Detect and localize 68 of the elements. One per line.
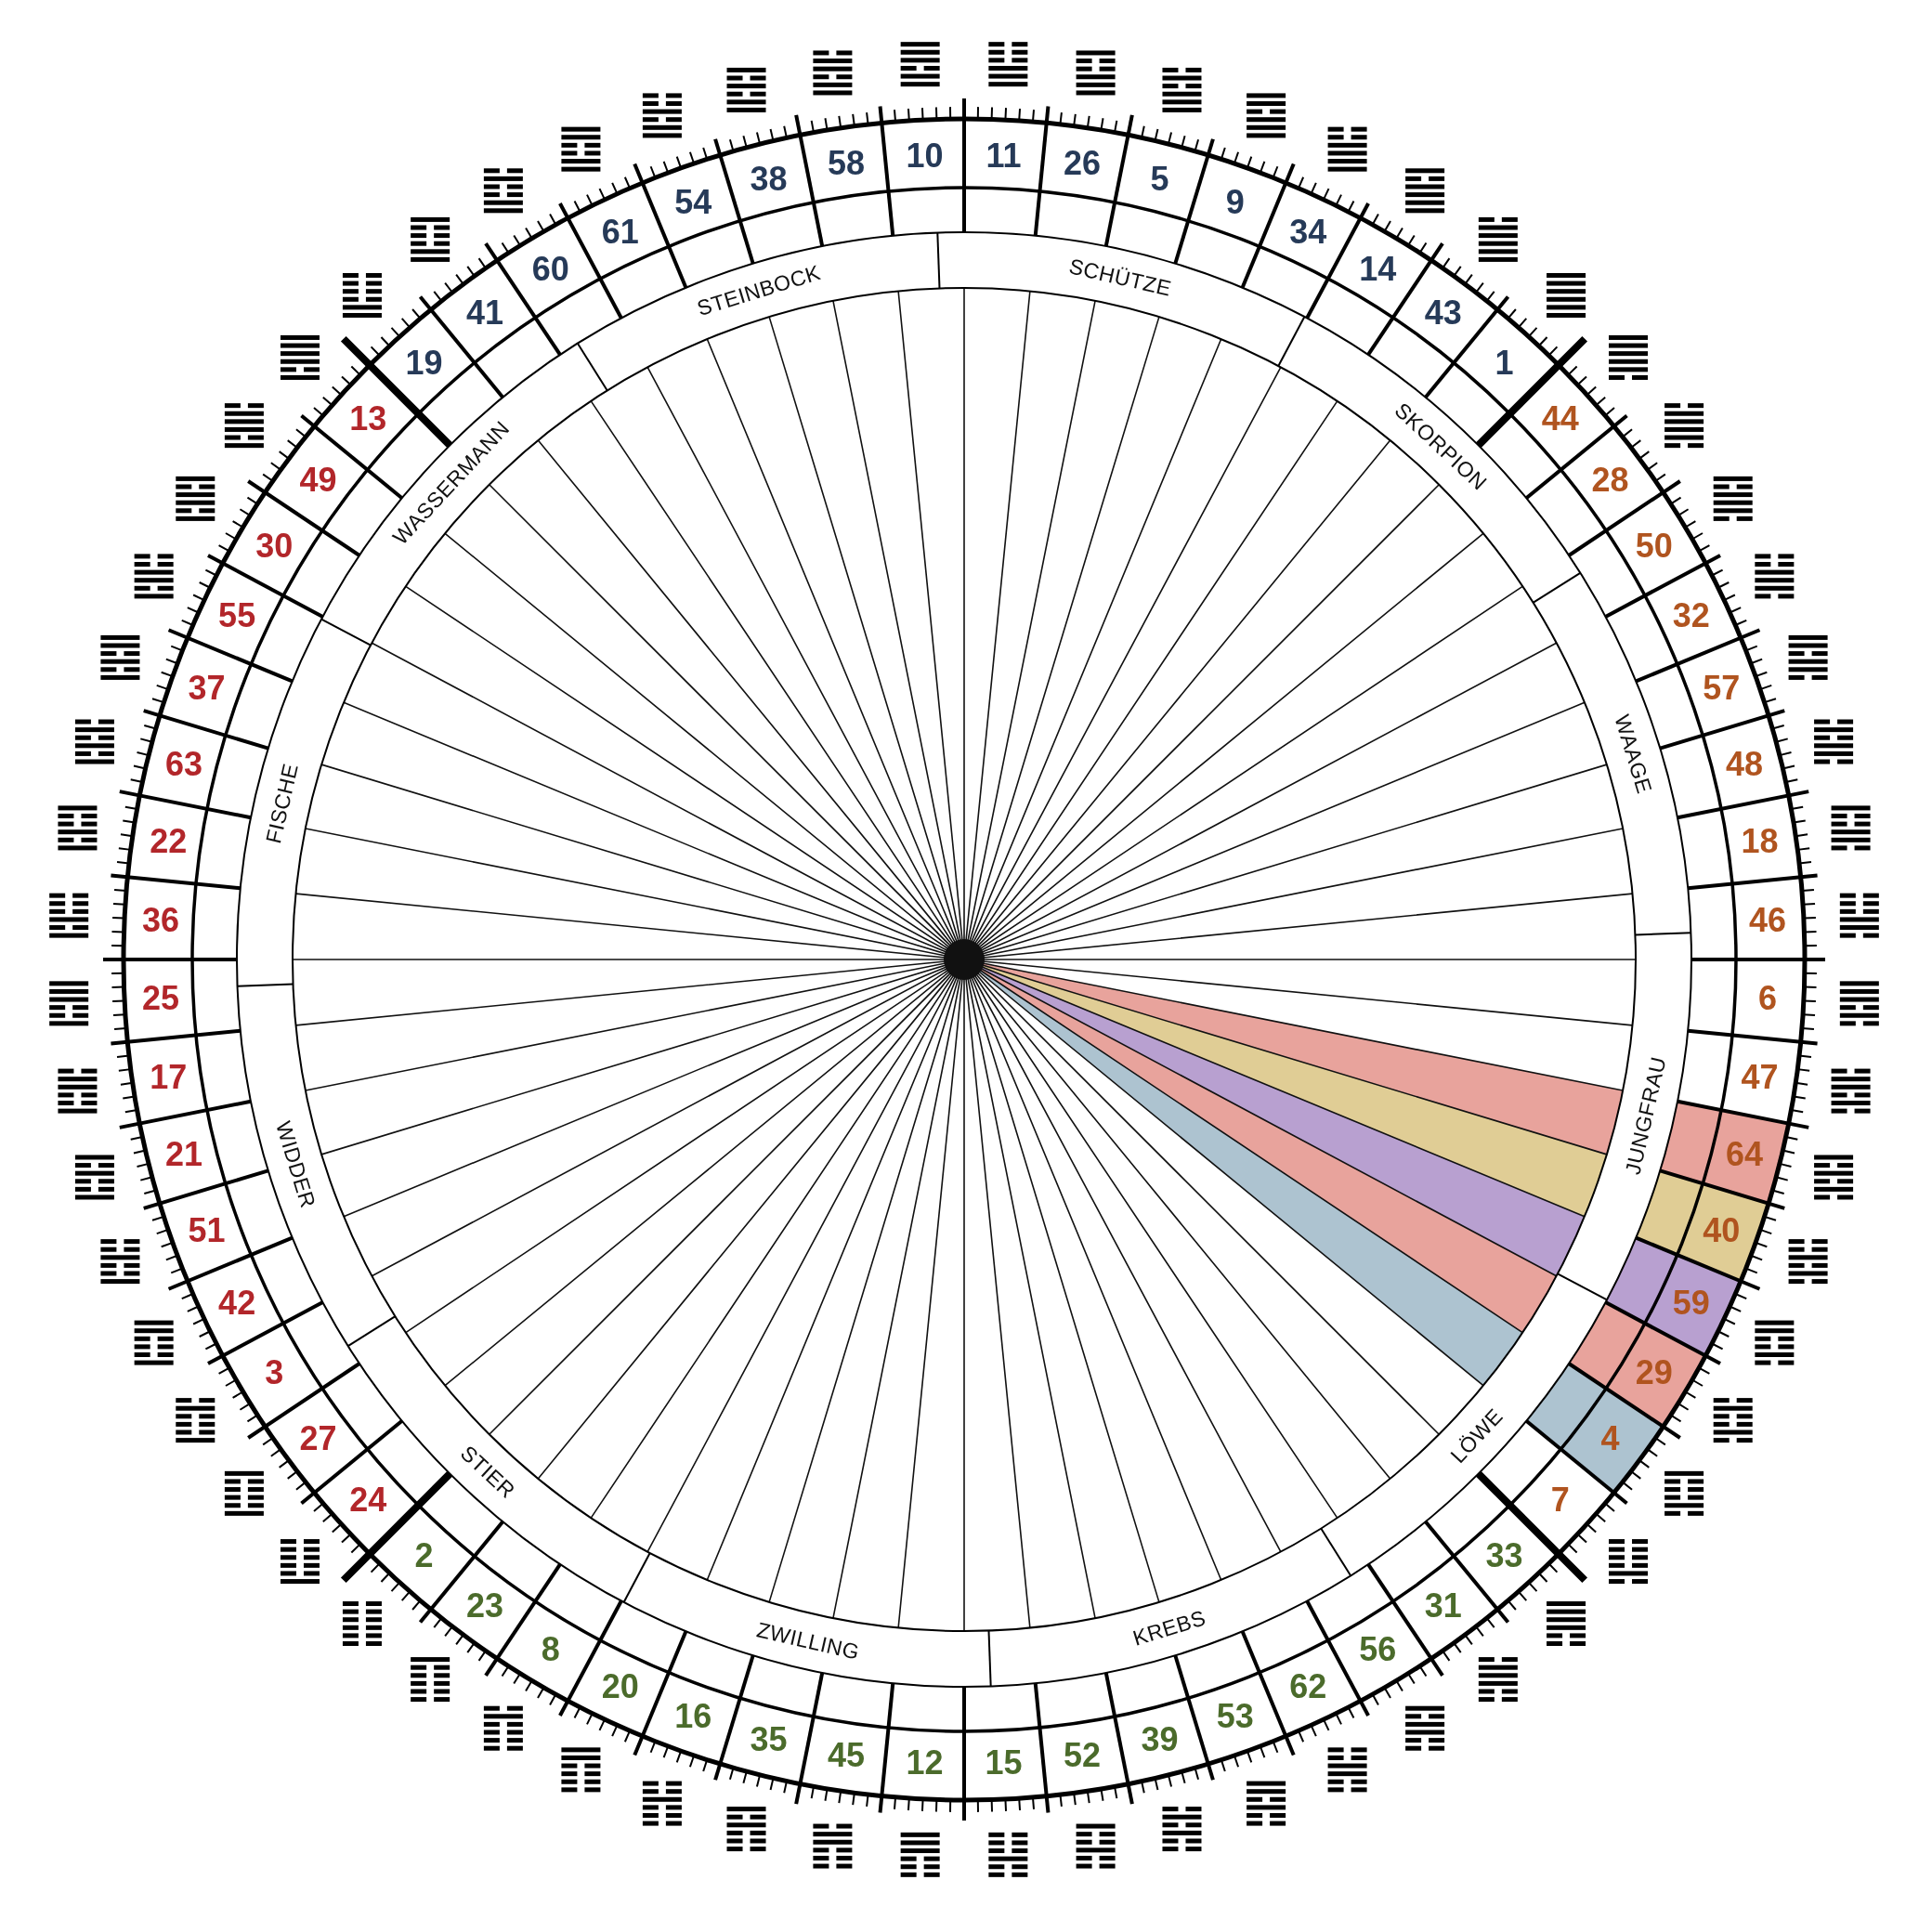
gate-number: 40 — [1703, 1213, 1741, 1247]
gate-number: 47 — [1741, 1061, 1779, 1095]
gate-number: 54 — [674, 185, 712, 219]
gate-number: 9 — [1225, 185, 1245, 219]
gate-number: 8 — [541, 1632, 560, 1666]
gate-number: 24 — [349, 1482, 387, 1517]
gate-number: 63 — [164, 747, 202, 781]
gate-number: 18 — [1741, 824, 1779, 858]
gate-number: 23 — [466, 1588, 504, 1623]
gate-number: 5 — [1150, 162, 1169, 196]
zodiac-sign-label: WAAGE — [1610, 711, 1655, 796]
zodiac-sign-label: FISCHE — [263, 761, 302, 846]
zodiac-sign-label: KREBS — [1130, 1606, 1209, 1650]
gate-number: 29 — [1635, 1356, 1673, 1390]
gate-number: 12 — [906, 1745, 944, 1780]
gate-number: 42 — [218, 1286, 256, 1321]
gate-number: 37 — [188, 672, 226, 706]
gate-number: 21 — [164, 1138, 202, 1172]
gate-number: 43 — [1424, 296, 1462, 331]
gate-number: 56 — [1359, 1632, 1397, 1666]
gate-number: 50 — [1635, 529, 1673, 563]
gate-number: 32 — [1672, 598, 1710, 633]
gate-number: 45 — [827, 1738, 865, 1772]
gate-number: 55 — [218, 598, 256, 633]
gate-number: 53 — [1216, 1700, 1254, 1734]
gate-number: 31 — [1424, 1588, 1462, 1623]
gate-number: 20 — [601, 1669, 639, 1704]
gate-number: 26 — [1064, 147, 1102, 181]
gate-number: 10 — [906, 139, 944, 174]
gate-number: 1 — [1495, 346, 1514, 381]
gate-number: 62 — [1289, 1669, 1327, 1704]
gate-number: 57 — [1703, 672, 1741, 706]
gate-number: 16 — [674, 1700, 712, 1734]
gate-number: 27 — [299, 1421, 337, 1456]
gate-number: 35 — [750, 1723, 788, 1757]
gate-number: 19 — [405, 346, 443, 381]
gate-number: 39 — [1141, 1723, 1179, 1757]
gate-number: 51 — [188, 1213, 226, 1247]
gate-number: 15 — [985, 1745, 1023, 1780]
gate-number: 28 — [1591, 463, 1629, 498]
gate-number: 25 — [142, 982, 180, 1016]
gate-number: 4 — [1600, 1421, 1620, 1456]
gate-number: 60 — [531, 253, 569, 287]
gate-number: 41 — [466, 296, 504, 331]
gate-number: 61 — [601, 215, 639, 250]
gate-number: 34 — [1289, 215, 1327, 250]
gate-number: 3 — [265, 1356, 284, 1390]
gate-number: 48 — [1726, 747, 1764, 781]
zodiac-sign-label: ZWILLING — [754, 1619, 862, 1664]
gate-number: 13 — [349, 402, 387, 437]
gate-number: 22 — [150, 824, 188, 858]
gate-number: 49 — [299, 463, 337, 498]
gate-number: 52 — [1064, 1738, 1102, 1772]
gate-number: 38 — [750, 162, 788, 196]
gate-number: 14 — [1359, 253, 1397, 287]
gate-number: 58 — [827, 147, 865, 181]
gate-number: 7 — [1550, 1482, 1570, 1517]
gate-number: 36 — [142, 903, 180, 937]
gate-number: 2 — [414, 1538, 434, 1573]
gate-number: 17 — [150, 1061, 188, 1095]
gate-number: 30 — [255, 529, 294, 563]
gate-number: 11 — [986, 139, 1022, 174]
gate-number: 33 — [1485, 1538, 1523, 1573]
gate-number: 44 — [1541, 402, 1579, 437]
gate-number: 6 — [1757, 982, 1777, 1016]
gate-number: 59 — [1672, 1286, 1710, 1321]
gate-number: 46 — [1748, 903, 1786, 937]
gate-number: 64 — [1726, 1138, 1764, 1172]
